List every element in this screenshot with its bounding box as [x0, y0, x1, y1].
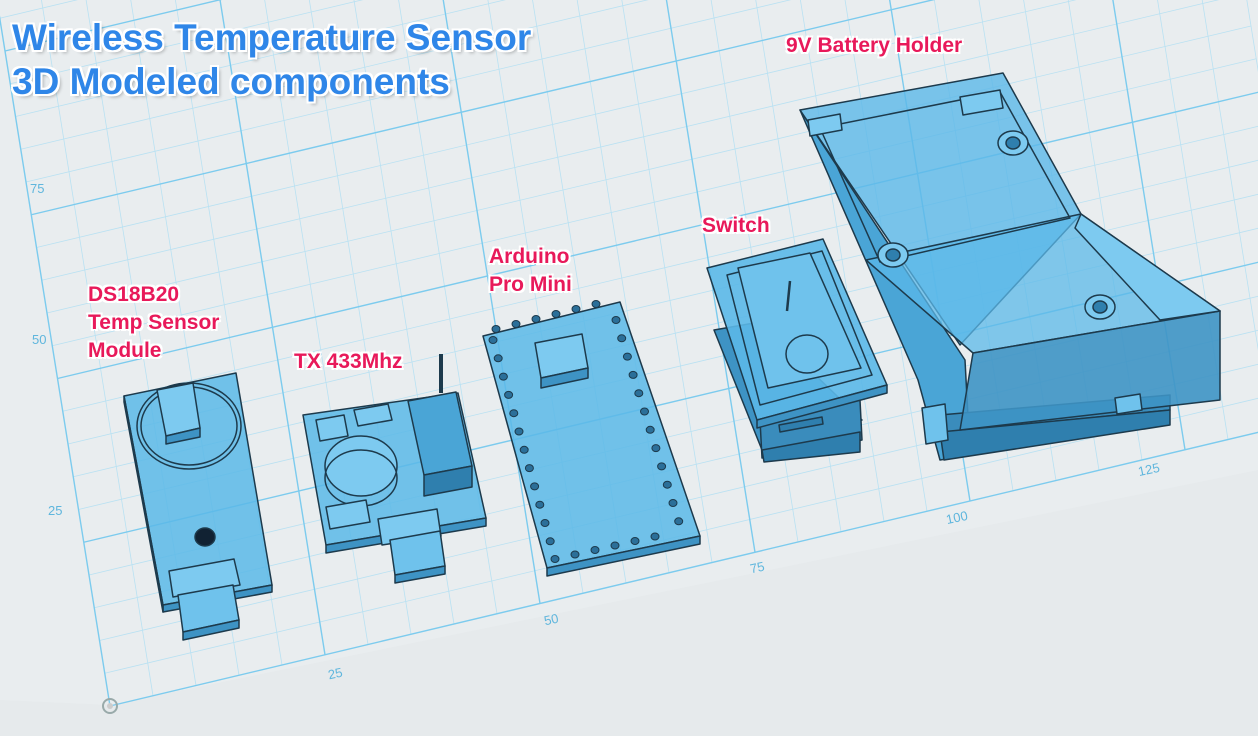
ds18b20-label-line-2: Temp Sensor [88, 310, 219, 335]
x-axis-tick: 75 [749, 559, 766, 577]
title-line-2: 3D Modeled components [12, 62, 450, 102]
y-axis-tick: 50 [32, 332, 46, 347]
tx-433mhz-label: TX 433Mhz [294, 349, 403, 374]
origin-dot [107, 703, 113, 709]
arduino-label-line-2: Pro Mini [489, 272, 572, 297]
ds18b20-label-line-3: Module [88, 338, 162, 363]
y-axis-tick: 75 [30, 181, 44, 196]
battery-holder-label: 9V Battery Holder [786, 33, 962, 58]
switch-label: Switch [702, 213, 770, 238]
ds18b20-label-line-1: DS18B20 [88, 282, 179, 307]
x-axis-tick: 50 [543, 611, 560, 629]
x-axis-tick: 25 [327, 665, 344, 683]
arduino-label-line-1: Arduino [489, 244, 569, 269]
title-line-1: Wireless Temperature Sensor [12, 18, 531, 58]
y-axis-tick: 25 [48, 503, 62, 518]
